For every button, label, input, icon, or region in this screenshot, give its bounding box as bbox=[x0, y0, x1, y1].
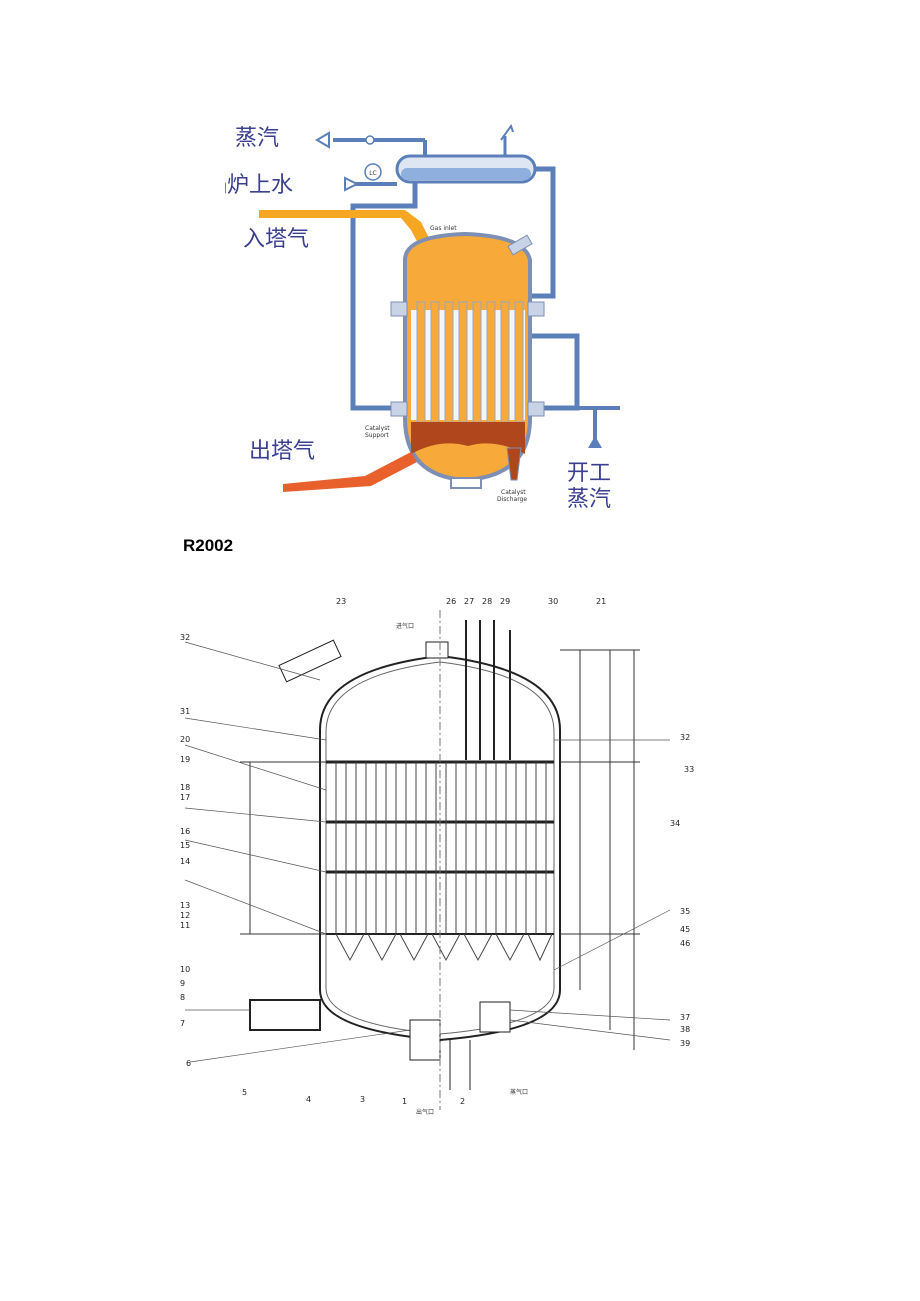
part-number: 5 bbox=[242, 1088, 247, 1097]
top-left-manhole bbox=[278, 639, 342, 683]
part-number: 11 bbox=[180, 921, 190, 930]
part-number: 19 bbox=[180, 755, 190, 764]
label-gas-inlet: 进气口 bbox=[396, 622, 414, 630]
part-number: 1 bbox=[402, 1097, 407, 1106]
part-number: 39 bbox=[680, 1039, 690, 1048]
level-controller-label: LC bbox=[369, 170, 377, 177]
part-number: 35 bbox=[680, 907, 690, 916]
manhole-nozzle bbox=[507, 234, 533, 256]
part-number: 23 bbox=[336, 597, 346, 606]
top-gas-inlet-nozzle bbox=[425, 641, 449, 659]
label-steam-outlet: 蒸气口 bbox=[510, 1088, 528, 1096]
label-gas-in: 入塔气 bbox=[243, 227, 309, 252]
arrow-up-icon bbox=[588, 436, 602, 448]
bottom-left-outlet bbox=[249, 999, 321, 1031]
nozzle-right-top bbox=[527, 301, 545, 317]
vessel-shell-inner bbox=[325, 661, 555, 1035]
part-number: 16 bbox=[180, 827, 190, 836]
downcomer-pipe-right bbox=[530, 166, 556, 299]
reactor-schematic-diagram: LC 蒸汽 锅炉上水 入塔气 出塔气 开工 蒸汽 Gas inlet Catal… bbox=[225, 123, 620, 512]
part-number: 46 bbox=[680, 939, 690, 948]
part-number: 6 bbox=[186, 1059, 191, 1068]
part-number: 34 bbox=[670, 819, 680, 828]
label-catalyst-discharge-2: Discharge bbox=[497, 496, 527, 503]
part-number: 4 bbox=[306, 1095, 311, 1104]
label-catalyst-discharge-1: Catalyst bbox=[501, 489, 526, 496]
label-catalyst-support-2: Support bbox=[365, 432, 389, 439]
label-gas-inlet: Gas inlet bbox=[430, 225, 457, 232]
part-number: 15 bbox=[180, 841, 190, 850]
riser-pipe-right bbox=[530, 333, 580, 411]
label-startup-steam-2: 蒸汽 bbox=[567, 487, 611, 512]
part-number: 31 bbox=[180, 707, 190, 716]
downcomer-pipe-left bbox=[350, 182, 418, 411]
steam-drum-water bbox=[401, 168, 531, 180]
part-number: 9 bbox=[180, 979, 185, 988]
part-number: 32 bbox=[180, 633, 190, 642]
dimension-lines-right bbox=[560, 649, 640, 1050]
part-number: 17 bbox=[180, 793, 190, 802]
label-gas-outlet: 出气口 bbox=[416, 1108, 434, 1116]
figure-caption: R2002 bbox=[183, 536, 234, 555]
part-number: 7 bbox=[180, 1019, 185, 1028]
level-controller-icon bbox=[364, 163, 382, 181]
bottom-outlet-cone bbox=[409, 1019, 441, 1061]
part-number: 21 bbox=[596, 597, 606, 606]
leader-lines bbox=[184, 641, 671, 1063]
arrow-right-icon bbox=[344, 176, 360, 192]
catalyst-bed bbox=[411, 422, 525, 454]
nozzle-right-bottom bbox=[527, 401, 545, 417]
vessel-shell bbox=[319, 654, 561, 1042]
part-number: 33 bbox=[684, 765, 694, 774]
dimension-lines-left bbox=[240, 761, 326, 935]
part-number: 45 bbox=[680, 925, 690, 934]
label-gas-out: 出塔气 bbox=[249, 439, 315, 464]
collector-cones bbox=[335, 933, 553, 962]
part-number: 18 bbox=[180, 783, 190, 792]
reactor-engineering-drawing: 23 26 27 28 29 30 21 32 31 20 19 18 17 1… bbox=[180, 597, 694, 1116]
part-number: 20 bbox=[180, 735, 190, 744]
part-number: 28 bbox=[482, 597, 492, 606]
vent-arrow-icon bbox=[500, 123, 514, 141]
part-number: 30 bbox=[548, 597, 558, 606]
nozzle-left-top bbox=[390, 301, 408, 317]
part-number: 37 bbox=[680, 1013, 690, 1022]
part-number: 32 bbox=[680, 733, 690, 742]
part-number: 14 bbox=[180, 857, 190, 866]
part-number: 8 bbox=[180, 993, 185, 1002]
gas-in-pipe bbox=[259, 210, 439, 264]
part-number: 3 bbox=[360, 1095, 365, 1104]
part-number: 13 bbox=[180, 901, 190, 910]
nozzle-left-bottom bbox=[390, 401, 408, 417]
bottom-skirt bbox=[450, 477, 482, 489]
tube-array bbox=[335, 762, 547, 934]
part-number: 26 bbox=[446, 597, 456, 606]
part-number: 29 bbox=[500, 597, 510, 606]
catalyst-discharge-nozzle bbox=[506, 447, 522, 481]
label-steam-out: 蒸汽 bbox=[235, 126, 279, 151]
label-startup-steam-1: 开工 bbox=[567, 461, 611, 486]
valve-icon bbox=[365, 135, 375, 145]
part-number: 12 bbox=[180, 911, 190, 920]
gas-out-pipe bbox=[283, 452, 417, 492]
part-number: 38 bbox=[680, 1025, 690, 1034]
arrow-left-icon bbox=[315, 131, 330, 149]
part-number: 2 bbox=[460, 1097, 465, 1106]
bottom-right-nozzle bbox=[479, 1001, 511, 1033]
label-catalyst-support-1: Catalyst bbox=[365, 425, 390, 432]
part-number: 27 bbox=[464, 597, 474, 606]
part-number: 10 bbox=[180, 965, 190, 974]
label-boiler-feed-water: 锅炉上水 bbox=[225, 173, 293, 198]
